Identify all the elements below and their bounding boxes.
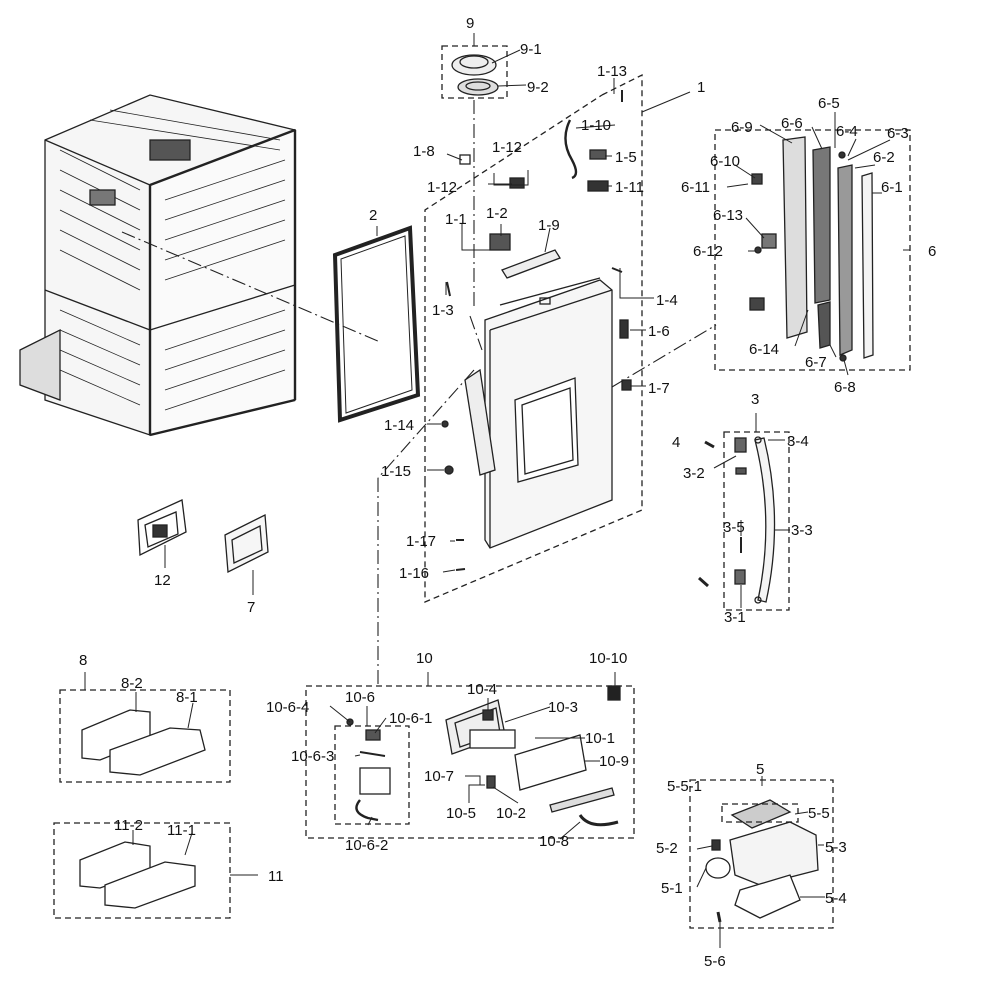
ice-maker-part [705, 799, 819, 923]
label-10-6-3: 10-6-3 [291, 748, 334, 765]
label-4: 4 [672, 434, 680, 451]
label-10-5: 10-5 [446, 805, 476, 822]
door-assembly-drawing [441, 90, 632, 571]
label-5-2: 5-2 [656, 840, 678, 857]
label-8-1: 8-1 [176, 689, 198, 706]
label-1-17: 1-17 [406, 533, 436, 550]
label-1-16: 1-16 [399, 565, 429, 582]
label-10-6: 10-6 [345, 689, 375, 706]
label-1-6: 1-6 [648, 323, 670, 340]
label-6-3: 6-3 [887, 125, 909, 142]
label-10: 10 [416, 650, 433, 667]
label-10-7: 10-7 [424, 768, 454, 785]
door-gasket-part [332, 225, 421, 423]
label-6-11: 6-11 [681, 179, 710, 196]
label-10-6-4: 10-6-4 [266, 699, 309, 716]
label-5: 5 [756, 761, 764, 778]
label-6-14: 6-14 [749, 341, 779, 358]
label-3-4: 3-4 [787, 433, 809, 450]
label-10-1: 10-1 [585, 730, 615, 747]
label-6-9: 6-9 [731, 119, 753, 136]
leader-lines [84, 33, 910, 948]
label-1-10: 1-10 [581, 117, 611, 134]
label-2: 2 [369, 207, 377, 224]
label-11-1: 11-1 [167, 822, 196, 839]
label-1-9: 1-9 [538, 217, 560, 234]
dispenser-parts [346, 685, 621, 827]
label-3-3: 3-3 [791, 522, 813, 539]
filter-cover-part [451, 54, 499, 96]
label-1-1: 1-1 [445, 211, 467, 228]
label-8-2: 8-2 [121, 675, 143, 692]
label-1-7: 1-7 [648, 380, 670, 397]
cabinet-drawing [19, 94, 297, 437]
label-3-5: 3-5 [723, 519, 745, 536]
label-6-12: 6-12 [693, 243, 723, 260]
label-11: 11 [268, 868, 284, 885]
label-1-12-top: 1-12 [492, 139, 522, 156]
label-10-3: 10-3 [548, 699, 578, 716]
label-1-13: 1-13 [597, 63, 627, 80]
label-1-4: 1-4 [656, 292, 678, 309]
label-10-8: 10-8 [539, 833, 569, 850]
door-trim-strips [749, 136, 874, 362]
label-10-6-2: 10-6-2 [345, 837, 388, 854]
label-5-6: 5-6 [704, 953, 726, 970]
door-handle-part [698, 436, 776, 604]
label-3-1: 3-1 [724, 609, 746, 626]
cover-plate-parts [137, 499, 269, 574]
label-1-11: 1-11 [615, 179, 644, 196]
label-6-8: 6-8 [834, 379, 856, 396]
label-1-12-left: 1-12 [427, 179, 457, 196]
label-6-4: 6-4 [836, 123, 858, 140]
label-1-15: 1-15 [381, 463, 411, 480]
label-5-4: 5-4 [825, 890, 847, 907]
label-6-1: 6-1 [881, 179, 903, 196]
label-10-2: 10-2 [496, 805, 526, 822]
assembly-axes [121, 100, 717, 686]
label-6-13: 6-13 [713, 207, 743, 224]
label-9-1: 9-1 [520, 41, 542, 58]
label-10-10: 10-10 [589, 650, 627, 667]
label-10-4: 10-4 [467, 681, 497, 698]
label-6-6: 6-6 [781, 115, 803, 132]
label-5-1: 5-1 [661, 880, 683, 897]
label-1-3: 1-3 [432, 302, 454, 319]
label-6-2: 6-2 [873, 149, 895, 166]
label-5-3: 5-3 [825, 839, 847, 856]
label-6-7: 6-7 [805, 354, 827, 371]
label-1-14: 1-14 [384, 417, 414, 434]
label-3-2: 3-2 [683, 465, 705, 482]
label-8: 8 [79, 652, 87, 669]
label-6-5: 6-5 [818, 95, 840, 112]
label-3: 3 [751, 391, 759, 408]
label-10-6-1: 10-6-1 [389, 710, 432, 727]
label-11-2: 11-2 [114, 817, 143, 834]
label-9-2: 9-2 [527, 79, 549, 96]
label-7: 7 [247, 599, 255, 616]
label-5-5-1: 5-5-1 [667, 778, 702, 795]
label-10-9: 10-9 [599, 753, 629, 770]
label-6-10: 6-10 [710, 153, 740, 170]
label-1: 1 [697, 79, 705, 96]
label-1-8: 1-8 [413, 143, 435, 160]
label-12: 12 [154, 572, 171, 589]
label-5-5: 5-5 [808, 805, 830, 822]
tray-parts [79, 709, 206, 909]
label-1-5: 1-5 [615, 149, 637, 166]
label-1-2: 1-2 [486, 205, 508, 222]
label-9: 9 [466, 15, 474, 32]
label-6: 6 [928, 243, 936, 260]
part-labels: 9 9-1 9-2 1 1-13 1-10 1-5 1-11 1-8 1-12 … [79, 15, 936, 970]
